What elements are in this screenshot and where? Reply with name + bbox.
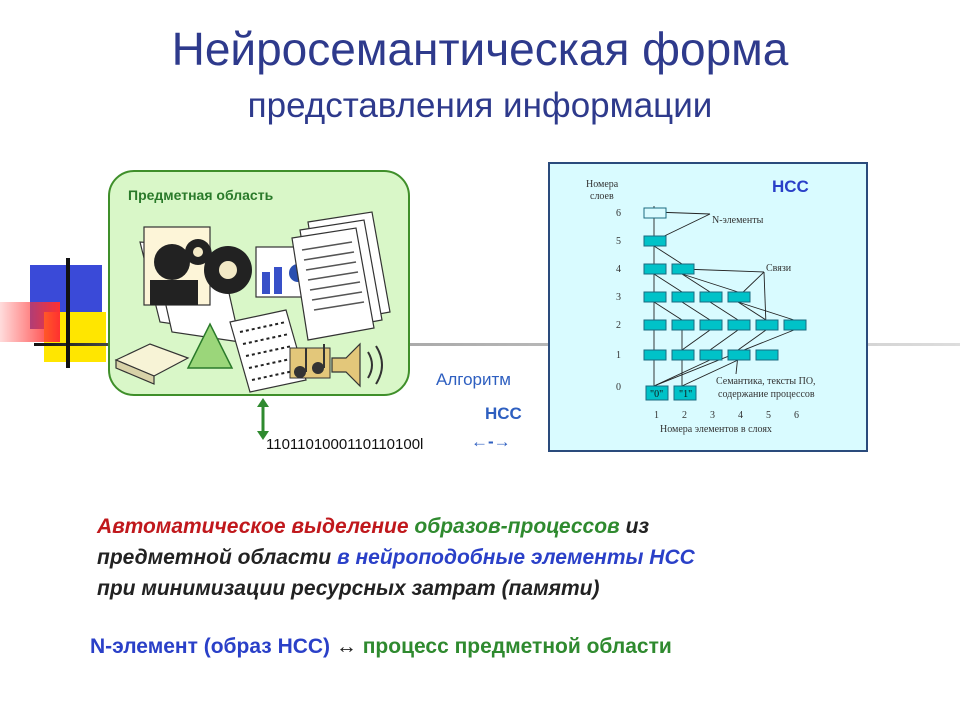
element-number: 4	[738, 410, 743, 421]
n-element-node	[671, 349, 695, 361]
layer-number: 5	[616, 236, 621, 247]
text-part-2: образов-процессов	[414, 515, 620, 538]
n-element-node	[783, 319, 807, 331]
notes-page	[229, 309, 307, 393]
n-element-node	[755, 349, 779, 361]
n-element-node	[643, 349, 667, 361]
n-element-node	[699, 319, 723, 331]
n-element-image: (образ НСС)	[203, 635, 331, 658]
n-elements-label: N-элементы	[712, 215, 764, 226]
n-element-label: N-элемент	[90, 635, 198, 658]
equivalence-arrow-icon: ↔	[335, 635, 357, 658]
automatic-extraction-text: Автоматическое выделение образов-процесс…	[97, 511, 897, 604]
n-element-node	[671, 291, 695, 303]
n-element-node	[699, 291, 723, 303]
text-part-6: при минимизации ресурсных затрат (памяти…	[97, 577, 600, 600]
one-terminal	[673, 385, 697, 401]
binary-string: 1101101000110110100l	[266, 436, 424, 453]
scanner-icon	[114, 343, 190, 385]
n-element-node	[727, 291, 751, 303]
n-element-node	[643, 207, 667, 219]
algorithm-label: Алгоритм	[436, 370, 511, 389]
element-number: 2	[682, 410, 687, 421]
document-stack	[291, 211, 391, 341]
speaker-icon	[331, 342, 383, 388]
n-element-node	[727, 319, 751, 331]
element-numbers-caption: Номера элементов в слоях	[660, 424, 772, 435]
n-element-node	[671, 263, 695, 275]
text-part-3: из	[625, 515, 650, 538]
text-part-4: предметной области	[97, 546, 332, 569]
ncc-title: НСС	[772, 177, 809, 196]
n-element-node	[727, 349, 751, 361]
algorithm-ncc-label: НСС	[485, 404, 522, 423]
element-number: 5	[766, 410, 771, 421]
semantics-label-2: содержание процессов	[718, 389, 815, 400]
layer-number: 6	[616, 208, 621, 219]
layer-number: 2	[616, 320, 621, 331]
gear-icon	[185, 239, 252, 294]
text-part-1: Автоматическое выделение	[97, 515, 409, 538]
network-nodes	[643, 207, 807, 361]
subject-area-illustration	[114, 211, 391, 393]
layer-number: 4	[616, 264, 621, 275]
one-label: "1"	[679, 389, 692, 400]
n-element-node	[643, 263, 667, 275]
subject-area-label: Предметная область	[128, 187, 274, 203]
process-label: процесс предметной области	[362, 635, 672, 658]
double-arrow-icon	[257, 398, 269, 440]
layers-label-1: Номера	[586, 179, 619, 190]
element-numbers: 1 2 3 4 5 6	[654, 410, 799, 421]
decor-vertical-line	[66, 258, 70, 368]
ncc-panel: НСС Номера слоев 6 5 4 3 2 1 0	[548, 162, 868, 452]
layer-number: 1	[616, 350, 621, 361]
zero-label: "0"	[650, 389, 663, 400]
element-number: 6	[794, 410, 799, 421]
subject-area-box	[108, 170, 410, 396]
layer-number: 3	[616, 292, 621, 303]
semantics-label-1: Семантика, тексты ПО,	[716, 376, 816, 387]
music-note-icon	[289, 344, 331, 379]
n-element-node	[699, 349, 723, 361]
ncc-network-diagram: НСС Номера слоев 6 5 4 3 2 1 0	[586, 177, 816, 435]
links-label: Связи	[766, 263, 792, 274]
layers-label-2: слоев	[590, 191, 614, 202]
decor-horizontal-line	[34, 343, 960, 346]
network-links	[653, 206, 795, 387]
zero-terminal	[645, 385, 669, 401]
element-number: 3	[710, 410, 715, 421]
page-subtitle: представления информации	[247, 86, 713, 125]
element-number: 1	[654, 410, 659, 421]
layer-number: 0	[616, 382, 621, 393]
bidirectional-arrow-icon: ←-→	[471, 432, 511, 451]
text-part-5: в нейроподобные элементы НСС	[336, 546, 695, 569]
n-element-node	[643, 319, 667, 331]
n-element-node	[643, 291, 667, 303]
decor-red-square	[0, 302, 60, 342]
page-title: Нейросемантическая форма	[171, 23, 789, 75]
layer-numbers: 6 5 4 3 2 1 0	[616, 208, 621, 393]
n-element-node	[755, 319, 779, 331]
n-element-node	[643, 235, 667, 247]
n-element-node	[671, 319, 695, 331]
n-element-statement: N-элемент (образ НСС) ↔ процесс предметн…	[90, 632, 672, 662]
